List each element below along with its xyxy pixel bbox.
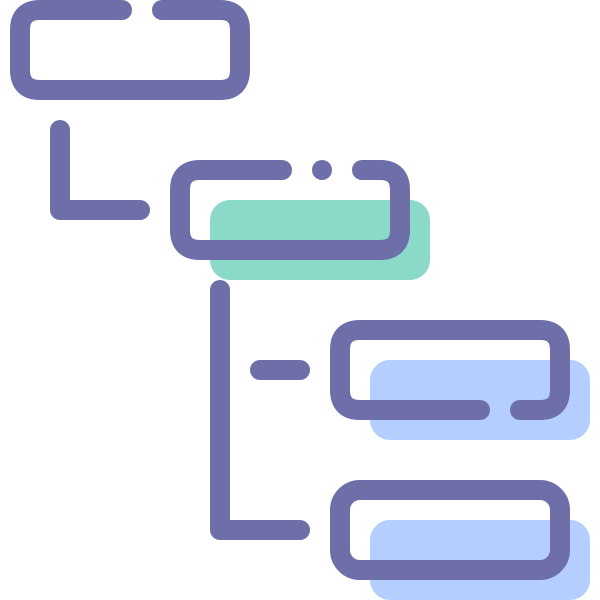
child-node-outline (170, 160, 410, 260)
root-node-outline (10, 0, 250, 100)
leaf-node-1-outline (330, 320, 570, 420)
child-to-leaves-connector (210, 280, 310, 540)
root-to-child-connector (50, 120, 150, 220)
child-node-dot (312, 160, 332, 180)
leaf-node-2-outline (330, 480, 570, 580)
